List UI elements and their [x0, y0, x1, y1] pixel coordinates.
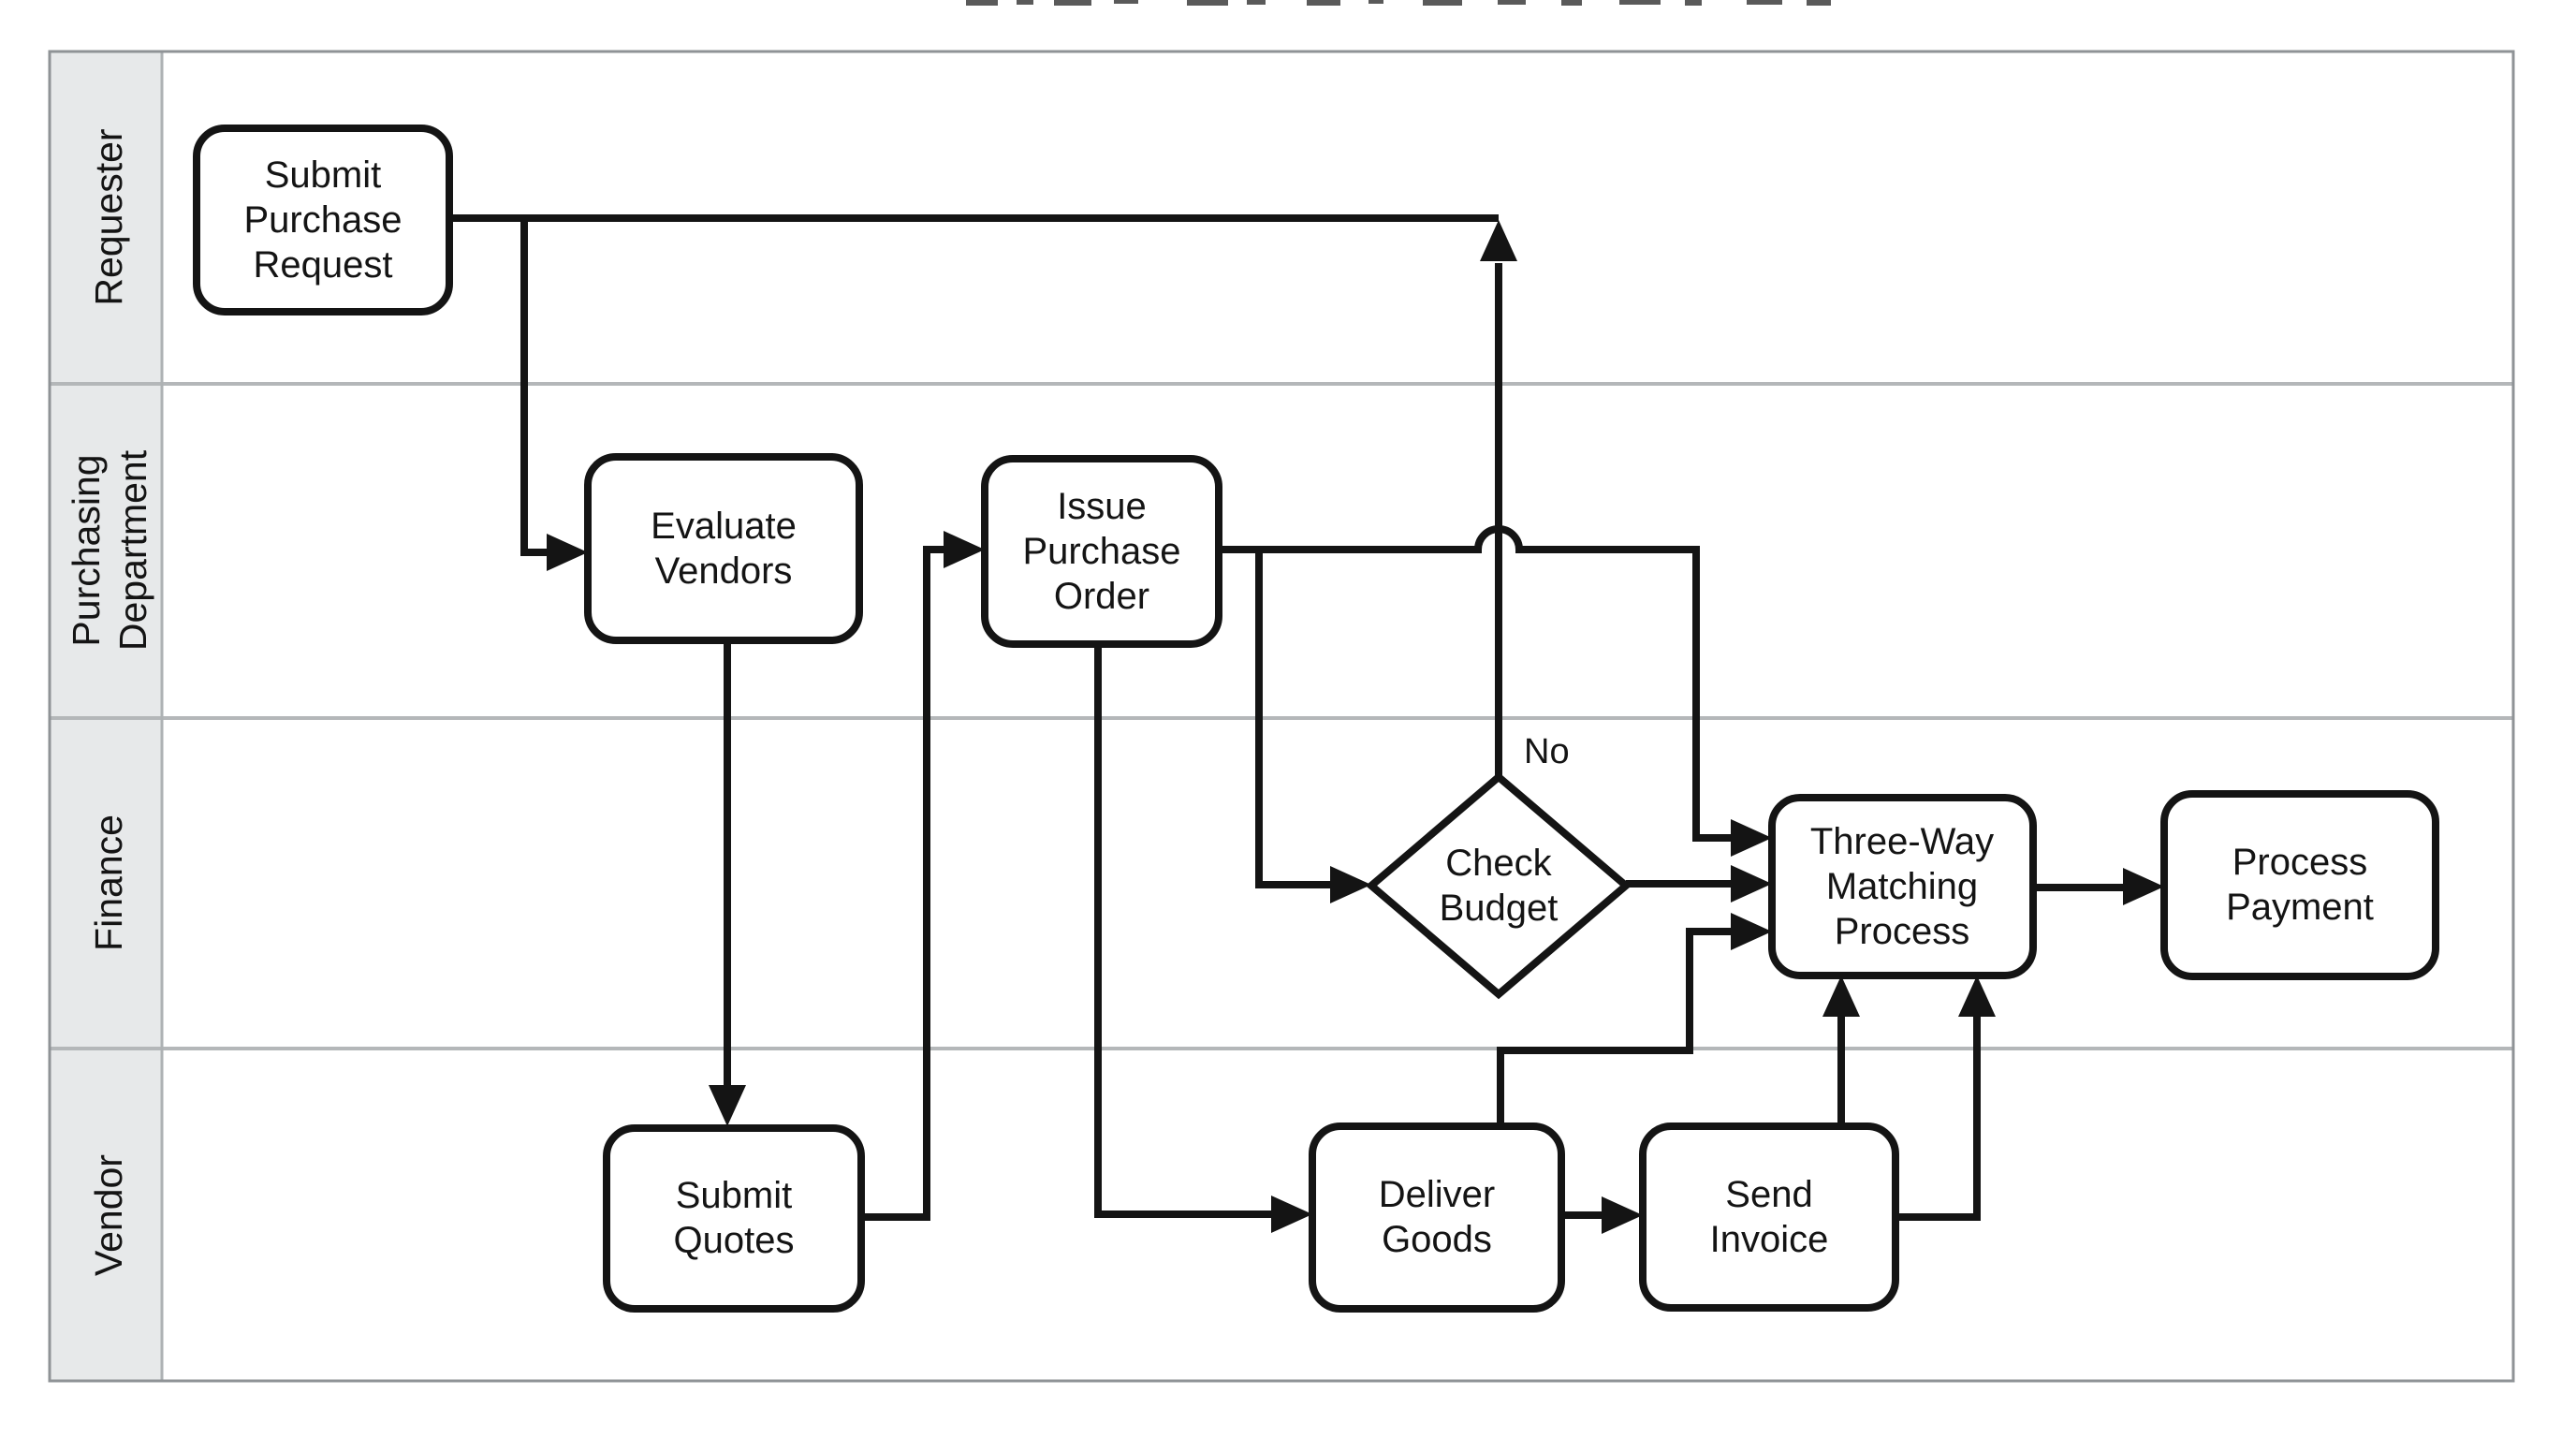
- arrowhead: [1731, 819, 1772, 857]
- node-label-line: Three-Way: [1810, 821, 1994, 862]
- node-three-way-matching: Three-Way Matching Process: [1768, 794, 2037, 979]
- node-label-line: Process: [2232, 842, 2368, 883]
- node-label-line: Check: [1445, 843, 1552, 884]
- node-send-invoice: Send Invoice: [1639, 1123, 1899, 1312]
- edge-issue-po-to-deliver-goods: [1094, 644, 1273, 1218]
- node-process-payment: Process Payment: [2160, 790, 2439, 980]
- node-send-invoice-shape: [1639, 1123, 1899, 1312]
- lane-label-vendor: Vendor: [87, 1154, 130, 1276]
- node-submit-quotes: Submit Quotes: [603, 1124, 865, 1313]
- node-label-line: Evaluate: [651, 506, 797, 547]
- node-evaluate-vendors-shape: [584, 453, 863, 644]
- arrowhead: [2123, 868, 2164, 905]
- node-label-line: Quotes: [674, 1220, 795, 1261]
- node-label-line: Payment: [2226, 887, 2374, 928]
- arrowhead: [547, 534, 588, 571]
- lane-cell-requester: [50, 51, 162, 384]
- lane-cell-vendor: [50, 1049, 162, 1381]
- edge-send-invoice-to-three-way-matching-loop: [1895, 1017, 1981, 1221]
- node-label-line: Process: [1835, 911, 1970, 952]
- node-label-line: Invoice: [1710, 1219, 1829, 1260]
- node-label-line: Deliver: [1379, 1174, 1495, 1215]
- arrowhead: [1731, 865, 1772, 902]
- arrowhead: [1480, 220, 1517, 261]
- node-label-line: Submit: [265, 154, 382, 196]
- node-label-line: Vendors: [655, 550, 793, 592]
- node-check-budget-shape: [1365, 771, 1632, 1000]
- scan-artifacts: [966, 0, 1831, 6]
- edge-spr-to-evaluate-vendors: [520, 218, 549, 556]
- lane-cell-finance: [50, 718, 162, 1049]
- node-label-line: Order: [1054, 576, 1149, 617]
- node-label-line: Goods: [1382, 1219, 1492, 1260]
- arrowhead: [944, 531, 985, 568]
- edge-submit-quotes-to-issue-po: [861, 546, 945, 1221]
- edges: [449, 214, 2164, 1234]
- node-label-line: Submit: [676, 1175, 793, 1216]
- lane-label-requester: Requester: [87, 128, 130, 305]
- node-label-line: Matching: [1826, 866, 1978, 907]
- arrowhead: [1958, 976, 1996, 1017]
- node-label-line: Send: [1725, 1174, 1812, 1215]
- edge-issue-po-to-check-budget: [1255, 550, 1332, 888]
- node-submit-quotes-shape: [603, 1124, 865, 1313]
- arrowhead: [709, 1085, 746, 1126]
- diagram-frame: [48, 50, 2515, 1383]
- arrowhead: [1602, 1196, 1643, 1234]
- lane-label-column: [50, 51, 162, 1381]
- node-label-line: Issue: [1057, 486, 1147, 527]
- node-issue-purchase-order-shape: [981, 455, 1222, 648]
- edge-deliver-goods-to-three-way-matching: [1497, 928, 1733, 1126]
- node-submit-purchase-request-shape: [193, 125, 453, 315]
- node-label-line: Purchase: [244, 199, 402, 241]
- node-label-line: Request: [254, 244, 393, 286]
- node-deliver-goods: Deliver Goods: [1309, 1123, 1565, 1313]
- lane-cell-purchasing: [50, 384, 162, 718]
- node-evaluate-vendors: Evaluate Vendors: [584, 453, 863, 644]
- node-submit-purchase-request: Submit Purchase Request: [193, 125, 453, 315]
- edge-label-no: No: [1524, 732, 1570, 771]
- node-label-line: Purchase: [1023, 531, 1181, 572]
- arrowhead: [1822, 976, 1860, 1017]
- lane-label-finance: Finance: [87, 814, 130, 951]
- arrowhead: [1330, 866, 1371, 903]
- node-three-way-matching-shape: [1768, 794, 2037, 979]
- lane-label-purchasing-line2: Department: [111, 449, 154, 651]
- node-process-payment-shape: [2160, 790, 2439, 980]
- arrowhead: [1271, 1196, 1312, 1233]
- node-issue-purchase-order: Issue Purchase Order: [981, 455, 1222, 648]
- lane-label-purchasing-line1: Purchasing: [65, 454, 108, 646]
- node-label-line: Budget: [1440, 888, 1559, 929]
- node-check-budget: Check Budget: [1365, 771, 1632, 1000]
- arrowhead: [1731, 913, 1772, 950]
- edge-issue-po-to-three-way-matching: [1219, 525, 1733, 842]
- node-deliver-goods-shape: [1309, 1123, 1565, 1313]
